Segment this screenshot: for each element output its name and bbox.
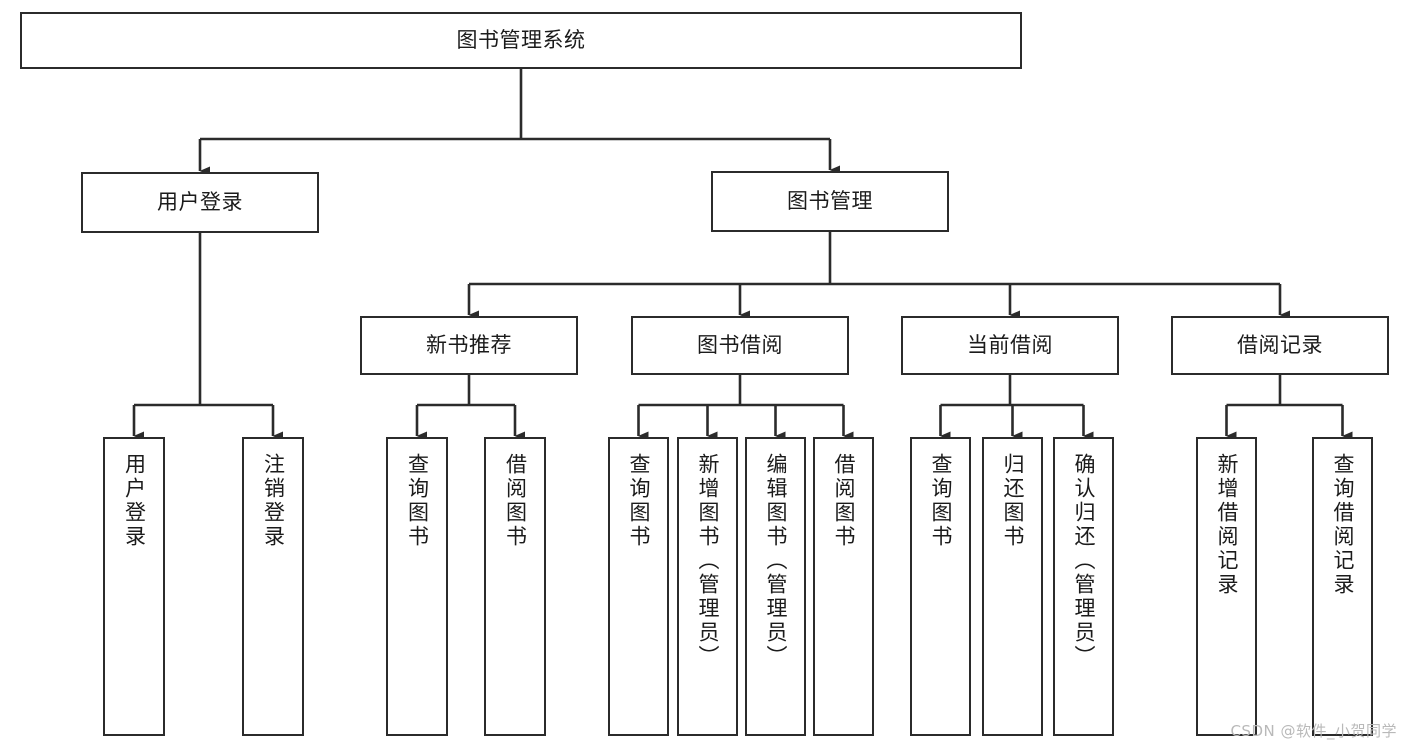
node-current-borrow[interactable]: 当前借阅: [901, 316, 1119, 375]
node-label: 查询图书: [627, 453, 651, 549]
node-label: 新增图书（管理员）: [696, 453, 720, 669]
node-leaf-user-login[interactable]: 用户登录: [103, 437, 165, 736]
node-label: 归还图书: [1001, 453, 1025, 549]
node-leaf-query-book-1[interactable]: 查询图书: [386, 437, 448, 736]
node-label: 当前借阅: [967, 332, 1053, 357]
node-user-login[interactable]: 用户登录: [81, 172, 319, 233]
node-leaf-query-book-2[interactable]: 查询图书: [608, 437, 669, 736]
node-label: 查询图书: [405, 453, 430, 549]
node-leaf-add-book[interactable]: 新增图书（管理员）: [677, 437, 738, 736]
node-book-manage[interactable]: 图书管理: [711, 171, 949, 232]
node-label: 用户登录: [157, 189, 243, 214]
node-label: 用户登录: [122, 453, 147, 549]
node-label: 注销登录: [261, 453, 286, 549]
node-new-book-rec[interactable]: 新书推荐: [360, 316, 578, 375]
node-borrow-record[interactable]: 借阅记录: [1171, 316, 1389, 375]
node-label: 新增借阅记录: [1215, 453, 1239, 597]
node-leaf-user-logout[interactable]: 注销登录: [242, 437, 304, 736]
node-label: 图书管理系统: [456, 27, 586, 52]
node-label: 新书推荐: [426, 332, 512, 357]
node-leaf-borrow-book-1[interactable]: 借阅图书: [484, 437, 546, 736]
node-book-borrow[interactable]: 图书借阅: [631, 316, 849, 375]
node-leaf-edit-book[interactable]: 编辑图书（管理员）: [745, 437, 806, 736]
node-label: 查询借阅记录: [1331, 453, 1355, 597]
node-leaf-query-book-3[interactable]: 查询图书: [910, 437, 971, 736]
node-label: 图书管理: [787, 188, 873, 213]
node-label: 确认归还（管理员）: [1072, 453, 1096, 669]
node-leaf-borrow-book-2[interactable]: 借阅图书: [813, 437, 874, 736]
node-root[interactable]: 图书管理系统: [20, 12, 1022, 69]
node-label: 借阅图书: [832, 453, 856, 549]
node-label: 查询图书: [929, 453, 953, 549]
node-leaf-return-book[interactable]: 归还图书: [982, 437, 1043, 736]
watermark-label: CSDN @软件_小贺同学: [1230, 722, 1397, 740]
node-leaf-confirm-return[interactable]: 确认归还（管理员）: [1053, 437, 1114, 736]
node-label: 编辑图书（管理员）: [764, 453, 788, 669]
node-label: 借阅记录: [1237, 332, 1323, 357]
node-leaf-query-record[interactable]: 查询借阅记录: [1312, 437, 1373, 736]
node-leaf-add-record[interactable]: 新增借阅记录: [1196, 437, 1257, 736]
node-label: 图书借阅: [697, 332, 783, 357]
node-label: 借阅图书: [503, 453, 528, 549]
